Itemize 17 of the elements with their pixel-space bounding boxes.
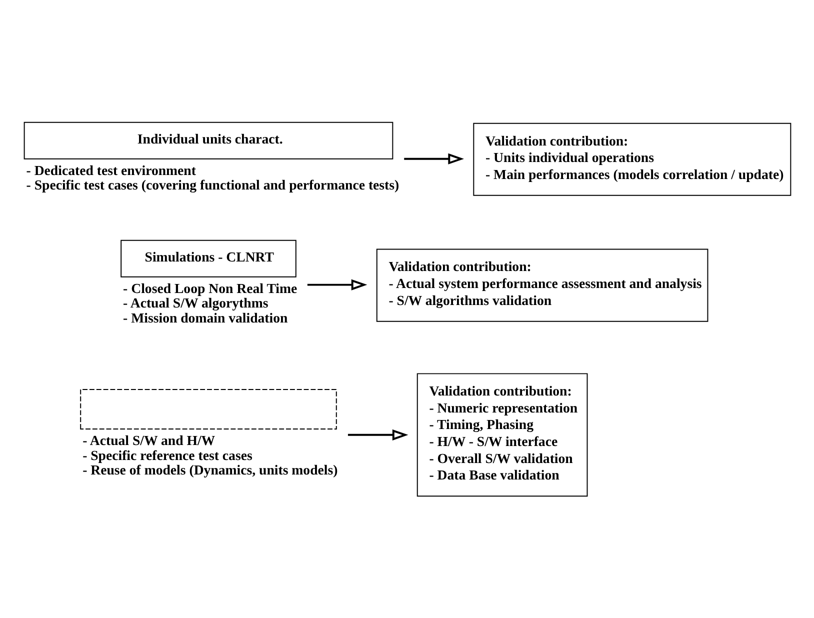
arrow	[348, 429, 408, 440]
node-box: Individual units charact.	[24, 122, 394, 160]
node-box: Simulations - CLNRT	[120, 240, 296, 278]
node-label: - Closed Loop Non Real Time	[123, 280, 298, 296]
node-label: - Reuse of models (Dynamics, units models)	[82, 462, 338, 478]
node-label: - Specific test cases (covering functional and performance tests)	[26, 178, 400, 193]
node-label: - Actual S/W and H/W	[82, 432, 216, 448]
node-box: Validation contribution: - Actual system performance assessment and analysis - S/W algorithms validation	[376, 248, 708, 322]
node-box	[80, 389, 337, 430]
arrow	[404, 153, 464, 164]
node-box: Validation contribution: - Units individual operations - Main performances (models correlation / update)	[473, 122, 792, 196]
arrow	[307, 279, 368, 290]
node-box: Validation contribution: - Numeric representation - Timing, Phasing - H/W - S/W interface - Overall S/W validation - Data Base validation	[416, 373, 588, 497]
node-label: - Mission domain validation	[123, 310, 288, 326]
node-label: - Actual S/W algorythms	[123, 296, 268, 311]
node-label: - Specific reference test cases	[82, 448, 252, 463]
node-label: - Dedicated test environment	[26, 162, 196, 178]
